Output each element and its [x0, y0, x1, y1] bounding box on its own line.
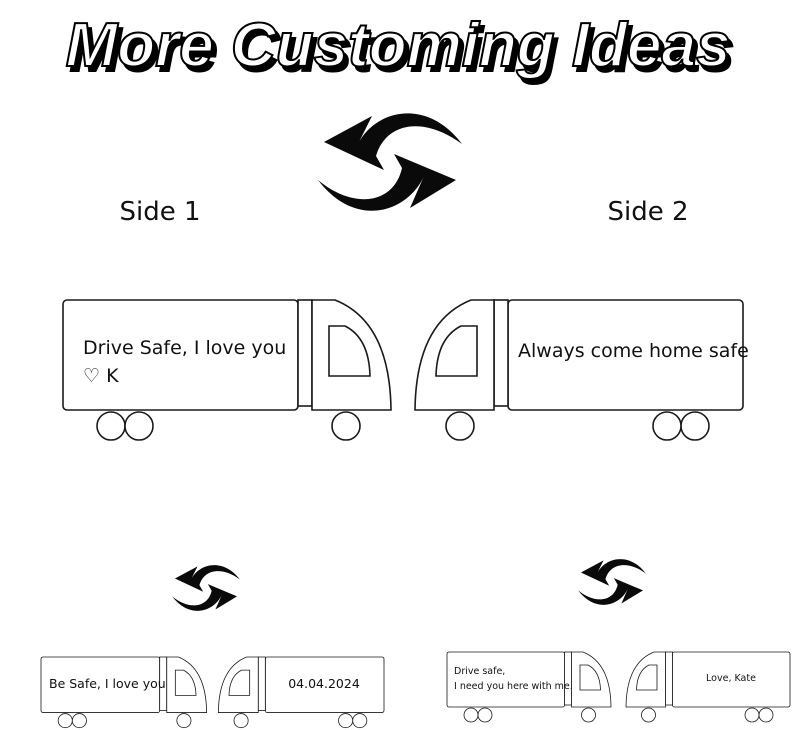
example-1-side-2-line-1: 04.04.2024: [288, 676, 360, 691]
page-title-shadow: More Customing Ideas: [70, 16, 735, 85]
example-2-truck-side-1: Drive safe, I need you here with me.: [454, 666, 573, 692]
rotate-arrows-icon-small-1: [172, 565, 240, 611]
example-1-side-1-line-1: Be Safe, I love you: [49, 676, 166, 691]
example-1-truck-side-2: 04.04.2024: [288, 676, 360, 691]
rotate-arrows-icon: [318, 113, 462, 211]
example-1-truck-side-1-body: [40, 656, 208, 729]
main-truck-side-2: Always come home safe: [518, 340, 749, 362]
rotate-arrows-icon-small-2: [578, 559, 646, 605]
example-2-side-1-line-2: I need you here with me.: [454, 681, 573, 692]
main-truck-side-2-body: [414, 299, 744, 441]
example-1-truck-side-1: Be Safe, I love you: [49, 676, 166, 691]
example-2-truck-side-2: Love, Kate: [706, 673, 756, 684]
side-2-label: Side 2: [607, 197, 688, 227]
side-1-label: Side 1: [119, 197, 200, 227]
example-2-side-2-line-1: Love, Kate: [706, 673, 756, 684]
main-truck-side-1: Drive Safe, I love you ♡ K: [62, 299, 392, 441]
main-truck-side-1-line-2: ♡ K: [83, 365, 119, 387]
main-truck-side-2-line-1: Always come home safe: [518, 340, 749, 362]
main-truck-side-1-line-1: Drive Safe, I love you: [83, 337, 286, 359]
page-title: More Customing Ideas More Customing Idea…: [65, 10, 736, 86]
example-1-truck-side-2-body: [217, 656, 385, 729]
example-2-side-1-line-1: Drive safe,: [454, 666, 505, 677]
page-title-text: More Customing Ideas: [66, 11, 731, 80]
example-2-truck-side-2-body: [625, 651, 791, 723]
